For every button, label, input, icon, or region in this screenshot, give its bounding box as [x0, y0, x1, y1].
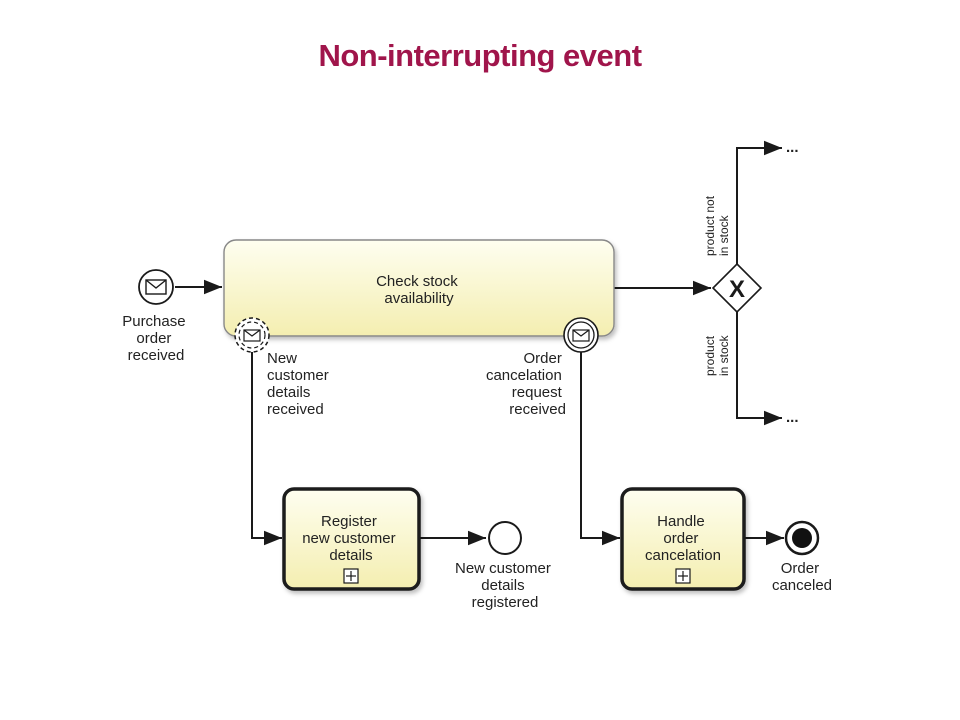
- subprocess-cancel[interactable]: Handle order cancelation: [620, 487, 746, 591]
- start-message-event[interactable]: [138, 269, 174, 305]
- envelope-icon: [145, 279, 167, 295]
- boundary-event-non-interrupting[interactable]: [234, 317, 270, 353]
- continuation-top: ...: [786, 139, 799, 156]
- flow-boundary-to-register: [251, 351, 282, 546]
- subprocess-register[interactable]: Register new customer details: [282, 487, 421, 591]
- boundary-non-interrupting-label: New customer details received: [267, 350, 333, 418]
- continuation-bottom: ...: [786, 409, 799, 426]
- task-check-stock[interactable]: Check stock availability: [223, 239, 615, 337]
- gateway-x-icon: X: [729, 276, 745, 303]
- flow-gateway-top: [736, 140, 782, 264]
- exclusive-gateway[interactable]: X: [711, 262, 763, 314]
- flow-gateway-bottom: [736, 312, 782, 426]
- task-check-stock-label: Check stock availability: [376, 273, 462, 307]
- subprocess-expand-icon[interactable]: [343, 568, 359, 584]
- subprocess-expand-icon[interactable]: [675, 568, 691, 584]
- flow-boundary-to-cancel: [580, 351, 620, 546]
- page-title: Non-interrupting event: [318, 38, 642, 73]
- envelope-icon: [243, 329, 261, 342]
- end-event-registered-label: New customer details registered: [455, 560, 555, 611]
- envelope-icon: [572, 329, 590, 342]
- end-event-registered[interactable]: [488, 521, 522, 555]
- start-event-label: Purchase order received: [122, 313, 190, 364]
- end-event-canceled-label: Order canceled: [772, 560, 832, 594]
- subprocess-register-label: Register new customer details: [302, 513, 400, 564]
- subprocess-cancel-label: Handle order cancelation: [645, 513, 721, 564]
- end-event-terminate[interactable]: [784, 520, 820, 556]
- boundary-interrupting-label: Order cancelation request received: [486, 350, 566, 418]
- flow-label-in-stock: product in stock: [703, 333, 731, 376]
- flow-label-not-in-stock: product not in stock: [703, 193, 731, 256]
- boundary-event-interrupting[interactable]: [563, 317, 599, 353]
